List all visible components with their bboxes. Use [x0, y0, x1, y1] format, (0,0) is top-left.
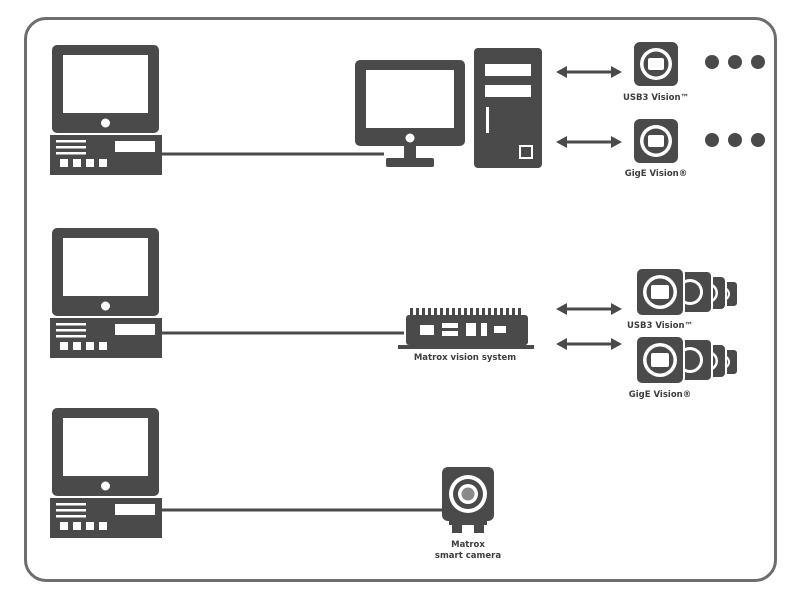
embedded-box-icon: [398, 308, 534, 349]
client-pc-2-icon: [50, 228, 162, 358]
usb3-camera-icon: [634, 42, 678, 86]
arrow-icon: [554, 301, 624, 317]
usb3-camera-stack-icon: [635, 267, 739, 317]
ellipsis-dots-icon: [705, 55, 765, 69]
usb3-vision-label-2: USB3 Vision™: [627, 321, 693, 331]
smart-camera-icon: [442, 467, 494, 533]
vision-system-label: Matrox vision system: [414, 353, 516, 363]
gige-camera-stack-icon: [635, 335, 739, 385]
arrow-icon: [554, 336, 624, 352]
ellipsis-dots-icon: [705, 133, 765, 147]
usb3-vision-label-1: USB3 Vision™: [623, 93, 689, 103]
smart-camera-label-line2: smart camera: [435, 551, 501, 561]
arrow-icon: [554, 64, 624, 80]
client-pc-3-icon: [50, 408, 162, 538]
gige-vision-label-1: GigE Vision®: [625, 169, 687, 179]
host-monitor-icon: [355, 60, 465, 167]
gige-vision-label-2: GigE Vision®: [629, 390, 691, 400]
desktop-tower-icon: [474, 48, 542, 168]
smart-camera-label-line1: Matrox: [451, 540, 485, 550]
arrow-icon: [554, 134, 624, 150]
client-pc-1-icon: [50, 45, 162, 175]
gige-camera-icon: [634, 119, 678, 163]
